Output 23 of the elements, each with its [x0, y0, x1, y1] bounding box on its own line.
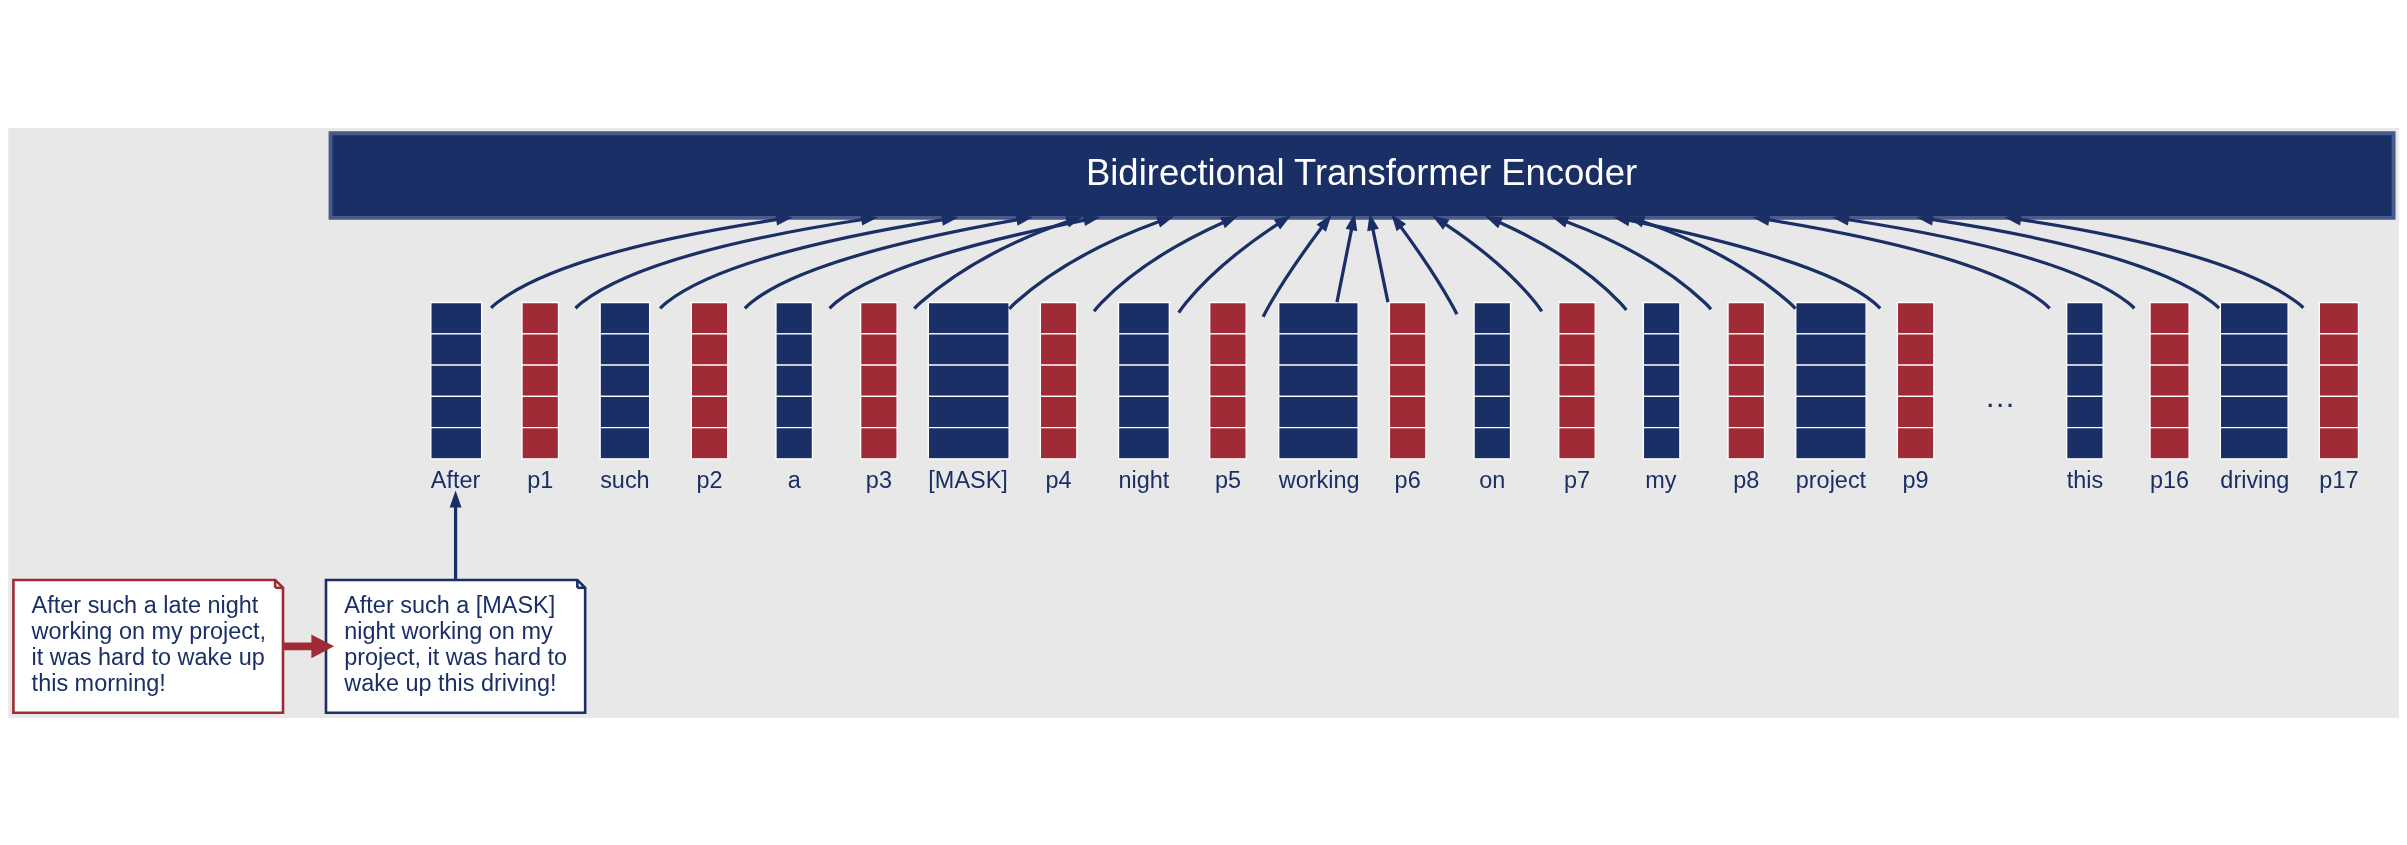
node-label: p7: [1563, 466, 1591, 493]
node-label: p5: [1214, 466, 1241, 493]
node-label: my: [1645, 466, 1677, 493]
node-label: this: [2066, 466, 2104, 493]
node-label: p3: [865, 466, 892, 493]
node-label: p9: [1902, 466, 1929, 493]
node-label: p6: [1394, 466, 1421, 493]
node-label: a: [787, 466, 801, 493]
node-label: p2: [696, 466, 723, 493]
node-label: p17: [2319, 466, 2359, 493]
node-label: p8: [1733, 466, 1760, 493]
node-label: p16: [2150, 466, 2190, 493]
node-label: After: [430, 466, 481, 493]
node-label: driving: [2220, 466, 2290, 493]
node-label: working: [1278, 466, 1360, 493]
node-label: on: [1479, 466, 1506, 493]
node-label: night: [1118, 466, 1170, 493]
node-label: such: [600, 466, 650, 493]
node-label: p1: [527, 466, 554, 493]
node-label: project: [1795, 466, 1867, 493]
label: …: [1984, 378, 2016, 414]
node-label: [MASK]: [928, 466, 1008, 493]
node-label: p4: [1045, 466, 1072, 493]
